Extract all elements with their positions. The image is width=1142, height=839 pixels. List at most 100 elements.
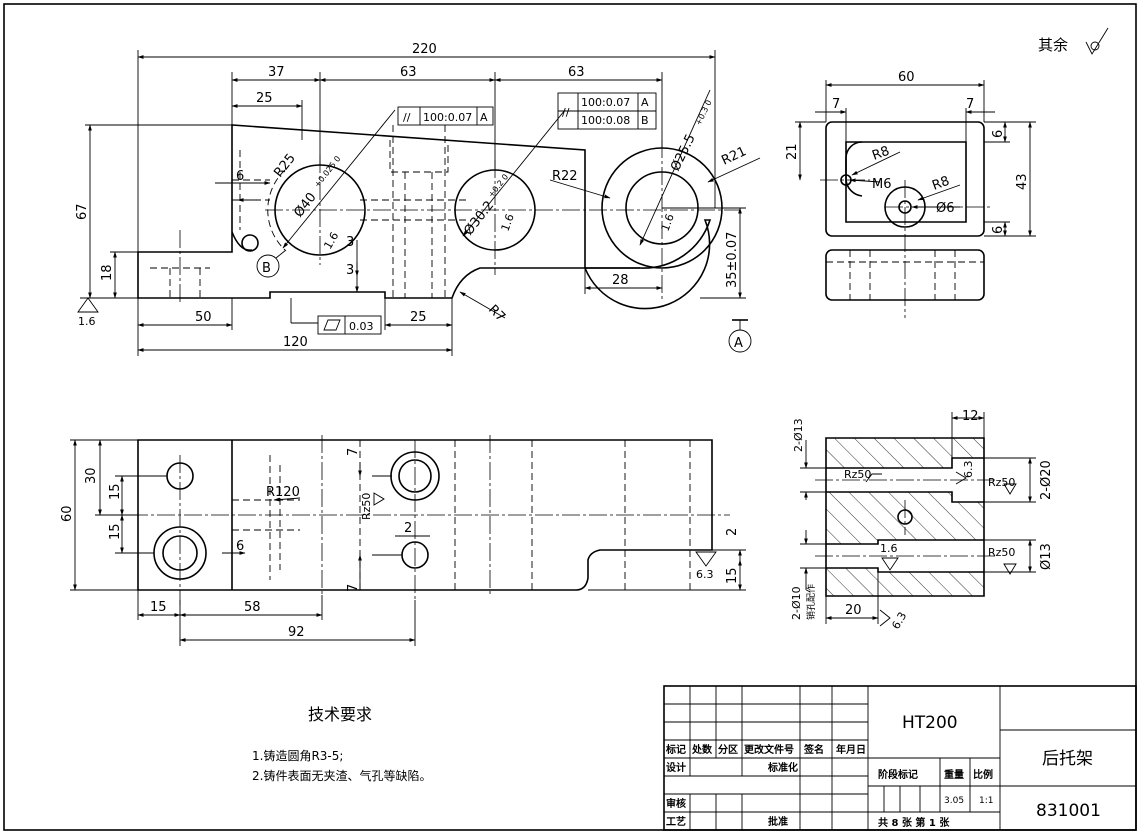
svg-text:审核: 审核 [666, 797, 686, 810]
svg-text:60: 60 [60, 505, 75, 522]
svg-text:15: 15 [108, 523, 123, 540]
svg-text:6: 6 [991, 226, 1006, 234]
svg-text:63: 63 [400, 65, 417, 80]
svg-text:重量: 重量 [944, 768, 964, 781]
svg-text:A: A [641, 96, 649, 109]
svg-text:6: 6 [236, 169, 244, 184]
svg-text:120: 120 [283, 335, 308, 350]
svg-text:100:0.07: 100:0.07 [423, 111, 472, 124]
svg-text:220: 220 [412, 42, 437, 57]
svg-text:3: 3 [346, 263, 354, 278]
svg-text:63: 63 [568, 65, 585, 80]
svg-text:标记: 标记 [665, 743, 686, 756]
svg-text:100:0.07: 100:0.07 [581, 96, 630, 109]
svg-text:Rz50: Rz50 [844, 468, 871, 481]
svg-text:R7: R7 [485, 302, 508, 325]
svg-text:批准: 批准 [768, 815, 788, 828]
svg-text:25: 25 [410, 310, 427, 325]
svg-text:67: 67 [75, 203, 90, 220]
svg-text:25: 25 [256, 91, 273, 106]
svg-text:21: 21 [785, 143, 800, 160]
svg-text:+0.025 0: +0.025 0 [312, 154, 342, 189]
svg-text:R8: R8 [930, 174, 951, 194]
svg-text:6.3: 6.3 [696, 568, 714, 581]
svg-text:100:0.08: 100:0.08 [581, 114, 630, 127]
svg-text:分区: 分区 [718, 743, 738, 756]
svg-text:43: 43 [1015, 173, 1030, 190]
svg-text:1.6: 1.6 [321, 230, 341, 252]
note-item-2: 2.铸件表面无夹渣、气孔等缺陷。 [252, 768, 431, 783]
svg-text:1.6: 1.6 [880, 542, 898, 555]
rough-left-text: 1.6 [78, 315, 96, 328]
front-small-notch [241, 234, 259, 252]
svg-text:R25: R25 [271, 151, 299, 180]
svg-text:7: 7 [832, 97, 840, 112]
svg-text:Ø30.2: Ø30.2 [461, 198, 497, 238]
datum-b-symbol: B [256, 249, 287, 278]
corner-roughness-note: 其余 [1038, 27, 1109, 55]
sheet-border [3, 3, 1137, 831]
svg-text:2-Ø13: 2-Ø13 [792, 418, 805, 452]
svg-text:Ø25.5: Ø25.5 [668, 132, 699, 174]
svg-text:30: 30 [84, 467, 99, 484]
roughness-left: 1.6 [77, 297, 99, 328]
gdt-frame-1: // 100:0.07 A [397, 106, 494, 126]
svg-text:92: 92 [288, 625, 305, 640]
svg-text:2-Ø20: 2-Ø20 [1039, 460, 1054, 500]
svg-text:7: 7 [346, 584, 361, 592]
svg-text:7: 7 [346, 448, 361, 456]
svg-text:M6: M6 [872, 177, 892, 192]
svg-text:年月日: 年月日 [836, 743, 866, 756]
front-outline [137, 124, 712, 310]
datum-b-label: B [262, 261, 271, 276]
svg-text:R120: R120 [266, 485, 300, 500]
material-label: HT200 [902, 713, 958, 733]
svg-text:1.6: 1.6 [659, 212, 677, 233]
svg-text:58: 58 [244, 600, 261, 615]
svg-text:12: 12 [962, 409, 979, 424]
notes-title: 技术要求 [308, 705, 372, 724]
svg-text:R22: R22 [552, 169, 578, 184]
svg-text:Ø40: Ø40 [291, 190, 319, 220]
datum-a-symbol: A [728, 319, 752, 353]
svg-text:Rz50: Rz50 [988, 546, 1015, 559]
svg-text:R8: R8 [870, 144, 891, 164]
svg-text:Rz50: Rz50 [360, 493, 373, 520]
section-roughness-marks [865, 471, 1017, 627]
technical-notes: 技术要求 1.铸造圆角R3-5; 2.铸件表面无夹渣、气孔等缺陷。 [252, 705, 431, 783]
title-block: 标记 处数 分区 更改文件号 签名 年月日 设计 标准化 审核 工艺 批准 HT… [663, 685, 1137, 831]
svg-text:37: 37 [268, 65, 285, 80]
svg-text:28: 28 [612, 273, 629, 288]
svg-text:1.6: 1.6 [499, 212, 517, 233]
svg-text:标准化: 标准化 [767, 761, 798, 774]
section-view: 12 2-Ø13 2-Ø20 Ø13 2-Ø10 销孔配作 20 Rz50 Rz… [790, 409, 1054, 632]
svg-text:Rz50: Rz50 [988, 476, 1015, 489]
front-view: A B 1.6 // 100:0.07 A // 100:0.0 [75, 42, 761, 356]
svg-text:处数: 处数 [691, 743, 713, 756]
svg-text:更改文件号: 更改文件号 [744, 743, 794, 756]
gdt-frame-2: // 100:0.07 A 100:0.08 B [557, 92, 657, 130]
front-notch [231, 231, 253, 251]
svg-text:15: 15 [108, 483, 123, 500]
svg-text:3: 3 [346, 235, 354, 250]
svg-text:Ø6: Ø6 [936, 201, 955, 216]
top-outline [137, 439, 713, 591]
sheet-count: 共 8 张 第 1 张 [878, 816, 950, 829]
svg-text:比例: 比例 [973, 768, 993, 781]
corner-note-text: 其余 [1038, 36, 1068, 54]
svg-text:B: B [641, 114, 649, 127]
top-roughness-63: 6.3 [695, 551, 717, 581]
top-view: Rz50 6.3 30 15 15 60 6 R120 7 7 2 2 15 1… [60, 435, 746, 646]
svg-text:阶段标记: 阶段标记 [878, 768, 918, 781]
svg-text:工艺: 工艺 [666, 815, 686, 828]
svg-text:50: 50 [195, 310, 212, 325]
drawing-number: 831001 [1036, 801, 1101, 821]
datum-a-label: A [734, 336, 743, 351]
svg-text:6: 6 [236, 539, 244, 554]
svg-text:A: A [480, 111, 488, 124]
svg-text:签名: 签名 [803, 743, 824, 756]
svg-text:+0.2 0: +0.2 0 [486, 172, 510, 199]
part-name: 后托架 [1042, 749, 1093, 769]
svg-text:6.3: 6.3 [889, 610, 909, 632]
